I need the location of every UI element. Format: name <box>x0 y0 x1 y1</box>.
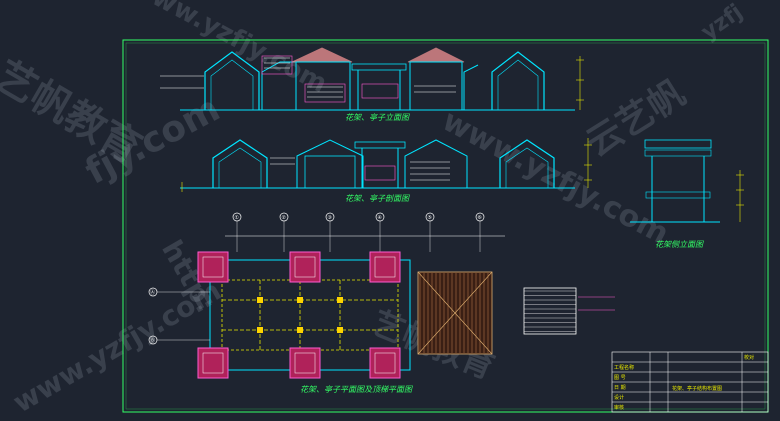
title-block-row-5: 校对 <box>744 354 754 361</box>
drawing-frame-inner <box>125 42 766 410</box>
plan-view: ① ② ③ ④ ⑤ ⑥ <box>148 212 615 394</box>
title-block-row-0: 工程名称 <box>614 364 634 371</box>
axis-label: ⑥ <box>478 215 483 221</box>
title-block-row-4: 审核 <box>614 404 624 411</box>
plan-title: 花架、亭子平面图及顶梯平面图 <box>300 385 413 394</box>
axis-label: ② <box>282 215 287 221</box>
axis-label: ⑤ <box>428 215 432 221</box>
drawing-frame <box>122 39 769 413</box>
row-label-b: Ⓑ <box>150 337 155 344</box>
title-block: 花架、亭子结构布置图 工程名称 图 号 日 期 设计 审核 校对 <box>611 351 769 413</box>
column-pads <box>197 251 401 379</box>
axis-label: ③ <box>328 215 332 221</box>
axis-label: ① <box>235 215 240 221</box>
section-title: 花架、亭子剖面图 <box>345 194 410 203</box>
title-block-row-2: 日 期 <box>614 385 626 391</box>
title-block-row-1: 图 号 <box>614 375 626 381</box>
title-block-project: 花架、亭子结构布置图 <box>672 385 722 392</box>
section-view: 花架、亭子剖面图 <box>180 138 592 203</box>
axis-label: ④ <box>378 215 383 221</box>
row-label-a: Ⓐ <box>150 289 155 296</box>
side-elevation-title: 花架侧立面图 <box>655 240 704 249</box>
side-elevation-view: 花架侧立面图 <box>630 139 744 249</box>
title-block-row-3: 设计 <box>614 394 624 401</box>
elevation-view: 花架、亭子立面图 <box>160 47 584 122</box>
elevation-title: 花架、亭子立面图 <box>345 113 410 122</box>
